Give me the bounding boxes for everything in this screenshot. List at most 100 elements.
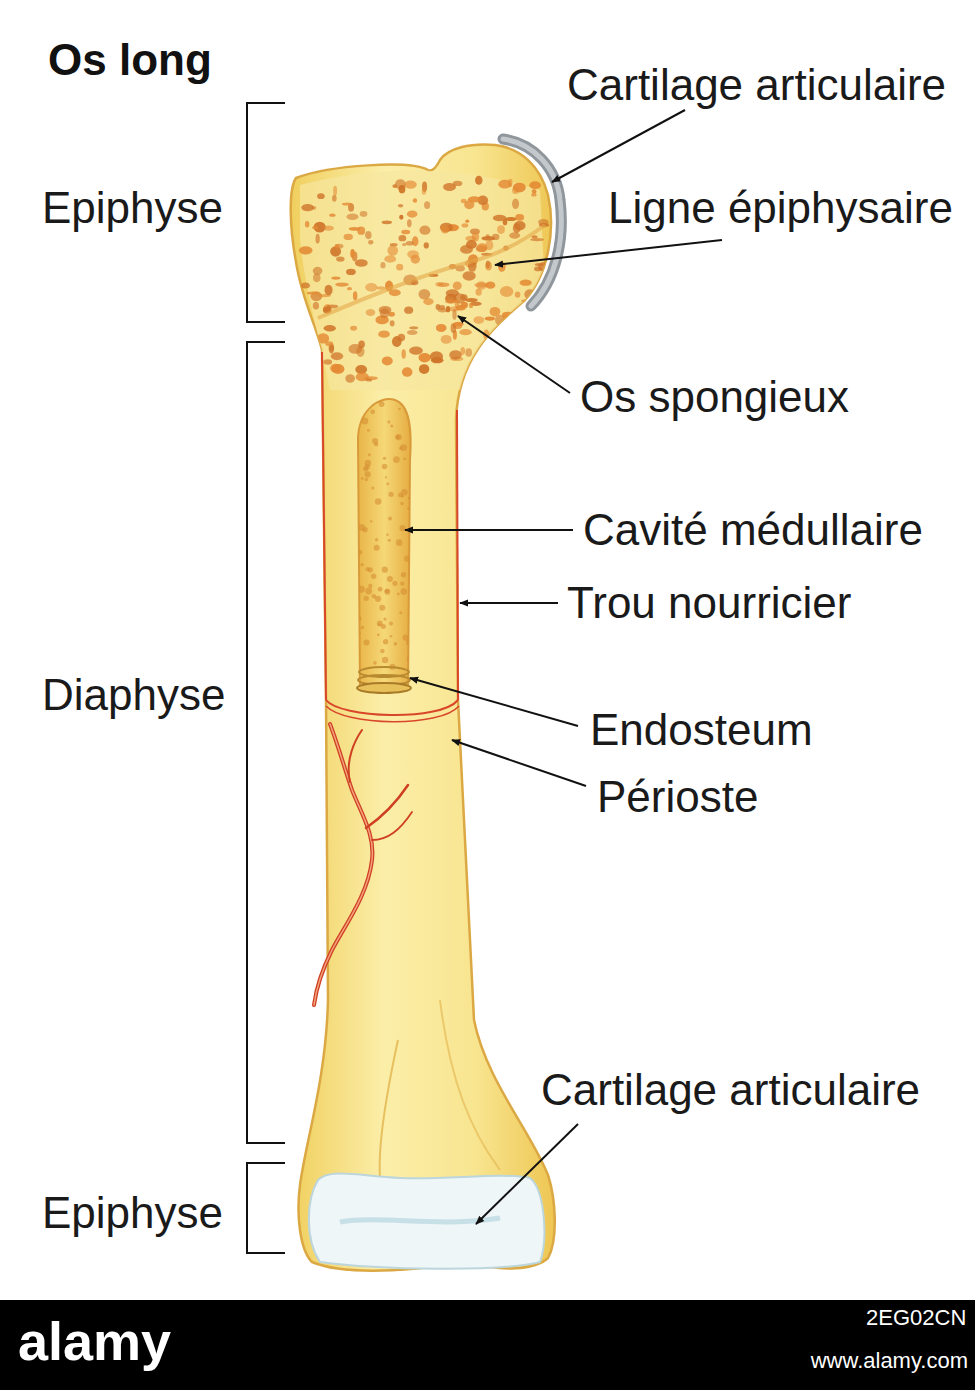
spongy-pore: [330, 364, 341, 373]
spongy-pore: [462, 223, 469, 227]
marrow-texture: [375, 538, 378, 541]
marrow-texture: [363, 640, 369, 646]
spongy-pore: [473, 316, 484, 324]
spongy-pore: [332, 195, 337, 202]
marrow-texture: [394, 642, 398, 646]
marrow-texture: [381, 624, 386, 629]
spongy-pore: [325, 341, 333, 346]
spongy-pore: [419, 364, 429, 374]
marrow-texture: [375, 596, 381, 602]
spongy-pore: [419, 226, 430, 235]
spongy-pore: [365, 231, 371, 239]
spongy-pore: [455, 299, 460, 309]
watermark-url: www.alamy.com: [811, 1349, 968, 1373]
nutrient-artery: [314, 724, 372, 1005]
marrow-texture: [365, 464, 370, 469]
spongy-pore: [329, 213, 335, 216]
region-label: Diaphyse: [42, 671, 225, 719]
spongy-pore: [530, 238, 544, 241]
part-label: Cartilage articulaire: [567, 61, 946, 109]
spongy-pore: [520, 279, 532, 285]
spongy-pore: [368, 240, 373, 245]
spongy-pore: [535, 263, 544, 266]
spongy-pore: [437, 282, 449, 286]
marrow-texture: [370, 520, 372, 522]
leader-line: [458, 316, 570, 393]
marrow-texture: [387, 576, 393, 582]
marrow-texture: [382, 464, 388, 470]
spongy-pore: [312, 226, 318, 229]
spongy-pore: [331, 352, 343, 360]
marrow-texture: [361, 626, 365, 630]
diagram-title: Os long: [48, 36, 212, 84]
marrow-texture: [387, 420, 390, 423]
marrow-texture: [388, 517, 392, 521]
spongy-pore: [430, 351, 443, 361]
spongy-pore: [384, 255, 396, 262]
spongy-pore: [378, 330, 390, 337]
spongy-pore: [344, 234, 353, 240]
marrow-texture: [398, 408, 401, 411]
spongy-pore: [323, 226, 333, 231]
spongy-pore: [412, 236, 419, 246]
spongy-pore: [301, 204, 314, 211]
leader-line: [405, 529, 573, 531]
spongy-pore: [335, 282, 349, 286]
marrow-texture: [404, 555, 410, 561]
spongy-pore: [422, 188, 426, 194]
spongy-pore: [497, 225, 505, 234]
spongy-pore: [465, 348, 472, 356]
spongy-pore: [441, 226, 449, 234]
spongy-pore: [493, 215, 507, 222]
marrow-texture: [361, 477, 364, 480]
spongy-pore: [306, 292, 319, 295]
medullary-cavity: [358, 399, 411, 690]
spongy-pore: [355, 259, 368, 266]
spongy-pore: [404, 181, 417, 189]
spongy-pore: [477, 243, 488, 252]
marrow-texture: [389, 622, 393, 626]
cartilage-shade: [340, 1218, 500, 1222]
spongy-pore: [366, 378, 372, 381]
spongy-pore: [301, 282, 310, 288]
spongy-pore: [512, 187, 519, 194]
spongy-pore: [317, 193, 325, 199]
marrow-texture: [379, 605, 385, 611]
marrow-texture: [379, 401, 385, 407]
marrow-texture: [385, 589, 390, 594]
spongy-pore: [474, 283, 488, 288]
spongy-pore: [300, 374, 312, 383]
spongy-pore: [453, 282, 462, 291]
marrow-texture: [401, 572, 406, 577]
marrow-texture: [367, 429, 370, 432]
spongy-pore: [380, 309, 390, 318]
marrow-texture: [395, 434, 401, 440]
spongy-pore: [449, 350, 462, 360]
part-label: Endosteum: [590, 706, 813, 754]
spongy-pore: [452, 309, 456, 320]
spongy-pore: [407, 250, 419, 258]
marrow-texture: [382, 567, 388, 573]
leader-line: [452, 740, 586, 786]
marrow-texture: [388, 492, 393, 497]
marrow-texture: [384, 589, 390, 595]
endosteum-ring: [357, 683, 411, 693]
spongy-pore: [348, 344, 362, 354]
marrow-texture: [365, 478, 368, 481]
marrow-texture: [368, 453, 371, 456]
epiphyseal-line: [318, 225, 545, 318]
part-label: Trou nourricier: [567, 579, 851, 627]
spongy-pore: [327, 305, 338, 309]
spongy-pore: [503, 317, 513, 322]
spongy-pore: [469, 303, 473, 308]
marrow-texture: [357, 550, 362, 555]
marrow-texture: [388, 539, 391, 542]
spongy-pore: [350, 326, 357, 331]
marrow-texture: [396, 539, 403, 546]
spongy-pore: [316, 234, 320, 244]
spongy-pore: [409, 326, 418, 329]
spongy-pore: [401, 230, 410, 235]
periosteum-cut: [326, 700, 458, 715]
part-label: Cavité médullaire: [583, 506, 923, 554]
marrow-texture: [370, 409, 375, 414]
